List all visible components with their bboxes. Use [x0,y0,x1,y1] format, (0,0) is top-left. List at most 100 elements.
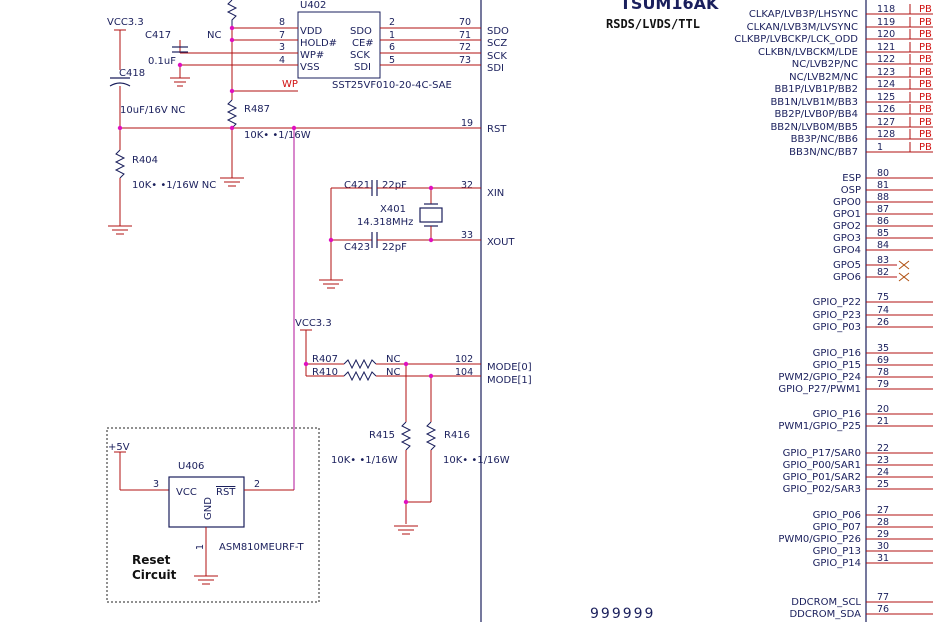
main-pinnum-71: 71 [459,30,471,41]
c418-ref: C418 [119,68,145,79]
right-gpio-name-6: GPO4 [833,245,861,256]
right-gpio-name-20: GPIO_P01/SAR2 [783,472,861,483]
right-gpio-name-0: ESP [842,173,861,184]
r404-body [114,149,126,179]
u402-pin-sdo: SDO [350,26,372,37]
r487-ref: R487 [244,104,270,115]
main-pinnum-33: 33 [461,230,473,241]
right-pin-num-top-2: 120 [877,29,895,40]
r410-body [343,370,377,382]
right-gpio-name-18: GPIO_P17/SAR0 [783,448,861,459]
vcc-mid-label: VCC3.3 [295,318,332,329]
r404-ref: R404 [132,155,158,166]
u402-pinnum-8: 8 [279,17,285,28]
right-gpio-num-19: 23 [877,455,889,466]
right-pin-net-top-5: PB [919,67,932,78]
right-gpio-num-9: 75 [877,292,889,303]
right-gpio-num-26: 31 [877,553,889,564]
right-gpio-num-6: 84 [877,240,889,251]
u402-left-pins: VDD HOLD# WP# VSS 8 7 3 4 [279,17,337,73]
r407-nc: NC [386,354,400,365]
main-pinnum-104: 104 [455,367,473,378]
ground-symbol-3 [108,225,132,235]
r410-nc: NC [386,367,400,378]
right-pin-num-top-8: 126 [877,104,895,115]
u402-pinnum-7: 7 [279,30,285,41]
right-pin-name-top-6: BB1P/LVB1P/BB2 [774,84,858,95]
right-pin-name-top-7: BB1N/LVB1M/BB3 [770,97,858,108]
right-gpio-name-4: GPO2 [833,221,861,232]
u406-pin3: 3 [153,479,159,490]
bottom-partial-labels: 999999 [590,606,655,622]
vcc-top-label: VCC3.3 [107,17,144,28]
u402-pin-hold: HOLD# [300,38,337,49]
u406-part: ASM810MEURF-T [219,542,305,553]
right-gpio-num-24: 29 [877,529,889,540]
right-pin-num-top-3: 121 [877,42,895,53]
right-pin-net-top-3: PB [919,42,932,53]
u402-pinnum-1: 1 [389,30,395,41]
right-gpio-name-22: GPIO_P06 [813,510,861,521]
right-gpio-num-4: 86 [877,216,889,227]
right-pin-num-top-6: 124 [877,79,895,90]
r407-body [343,358,377,370]
u406-ref: U406 [178,461,204,472]
reset-circuit-label-2: Circuit [132,568,177,582]
right-gpio-name-19: GPIO_P00/SAR1 [783,460,861,471]
ground-symbol-5 [394,525,418,535]
right-gpio-num-21: 25 [877,479,889,490]
right-gpio-num-20: 24 [877,467,889,478]
right-gpio-name-11: GPIO_P03 [813,322,861,333]
right-gpio-num-7: 83 [877,255,889,266]
ground-symbol-6 [194,575,218,585]
right-pin-name-top-0: CLKAP/LVB3P/LHSYNC [749,9,858,20]
right-pin-name-top-3: CLKBN/LVBCKM/LDE [758,47,858,58]
u402-ref: U402 [300,0,326,11]
u402-pinnum-3: 3 [279,42,285,53]
right-pin-net-top-10: PB [919,129,932,140]
right-gpio-name-2: GPO0 [833,197,861,208]
u402-pin-sdi: SDI [354,62,371,73]
right-gpio-name-13: GPIO_P15 [813,360,861,371]
right-gpio-name-12: GPIO_P16 [813,348,861,359]
main-pinnum-72: 72 [459,42,471,53]
right-gpio-name-14: PWM2/GPIO_P24 [778,372,861,383]
u402-pin-ce: CE# [352,38,374,49]
reset-circuit-label-1: Reset [132,553,171,567]
u402-pin-vss: VSS [300,62,320,73]
nc-label-1: NC [207,30,221,41]
c421-value: 22pF [382,180,407,191]
main-chip-title: TSUM16AK [620,0,719,13]
right-gpio-name-24: PWM0/GPIO_P26 [778,534,861,545]
c423-ref: C423 [344,242,370,253]
right-pin-net-top-4: PB [919,54,932,65]
r416-body [425,421,437,451]
right-gpio-name-21: GPIO_P02/SAR3 [783,484,861,495]
resistor-top [226,0,238,28]
main-pin-mode1: MODE[1] [487,375,532,386]
u406-gnd-pin: GND [203,497,214,520]
right-pin-net-top-8: PB [919,104,932,115]
u402-part: SST25VF010-20-4C-SAE [332,80,452,91]
u402-pinnum-5: 5 [389,55,395,66]
main-pin-mode0: MODE[0] [487,362,532,373]
right-pin-net-top-11: PB [919,142,932,153]
main-pin-xin: XIN [487,188,504,199]
u406-rst-pin: RST [216,487,236,498]
right-pin-net-top-7: PB [919,92,932,103]
main-pin-rst: RST [487,124,507,135]
right-gpio-name-15: GPIO_P27/PWM1 [778,384,861,395]
r416-value: 10K• •1/16W [443,455,510,466]
u402-pin-wp: WP# [300,50,324,61]
junction-dots-crystal [328,185,434,243]
r487-value: 10K• •1/16W [244,130,311,141]
ground-symbol-1 [170,77,190,87]
right-gpio-name-8: GPO6 [833,272,861,283]
u402-bus-wires [180,27,481,92]
right-gpio-num-11: 26 [877,317,889,328]
ground-symbol-2 [220,177,244,187]
u402-wp-net: WP [282,79,298,90]
c417-ref: C417 [145,30,171,41]
